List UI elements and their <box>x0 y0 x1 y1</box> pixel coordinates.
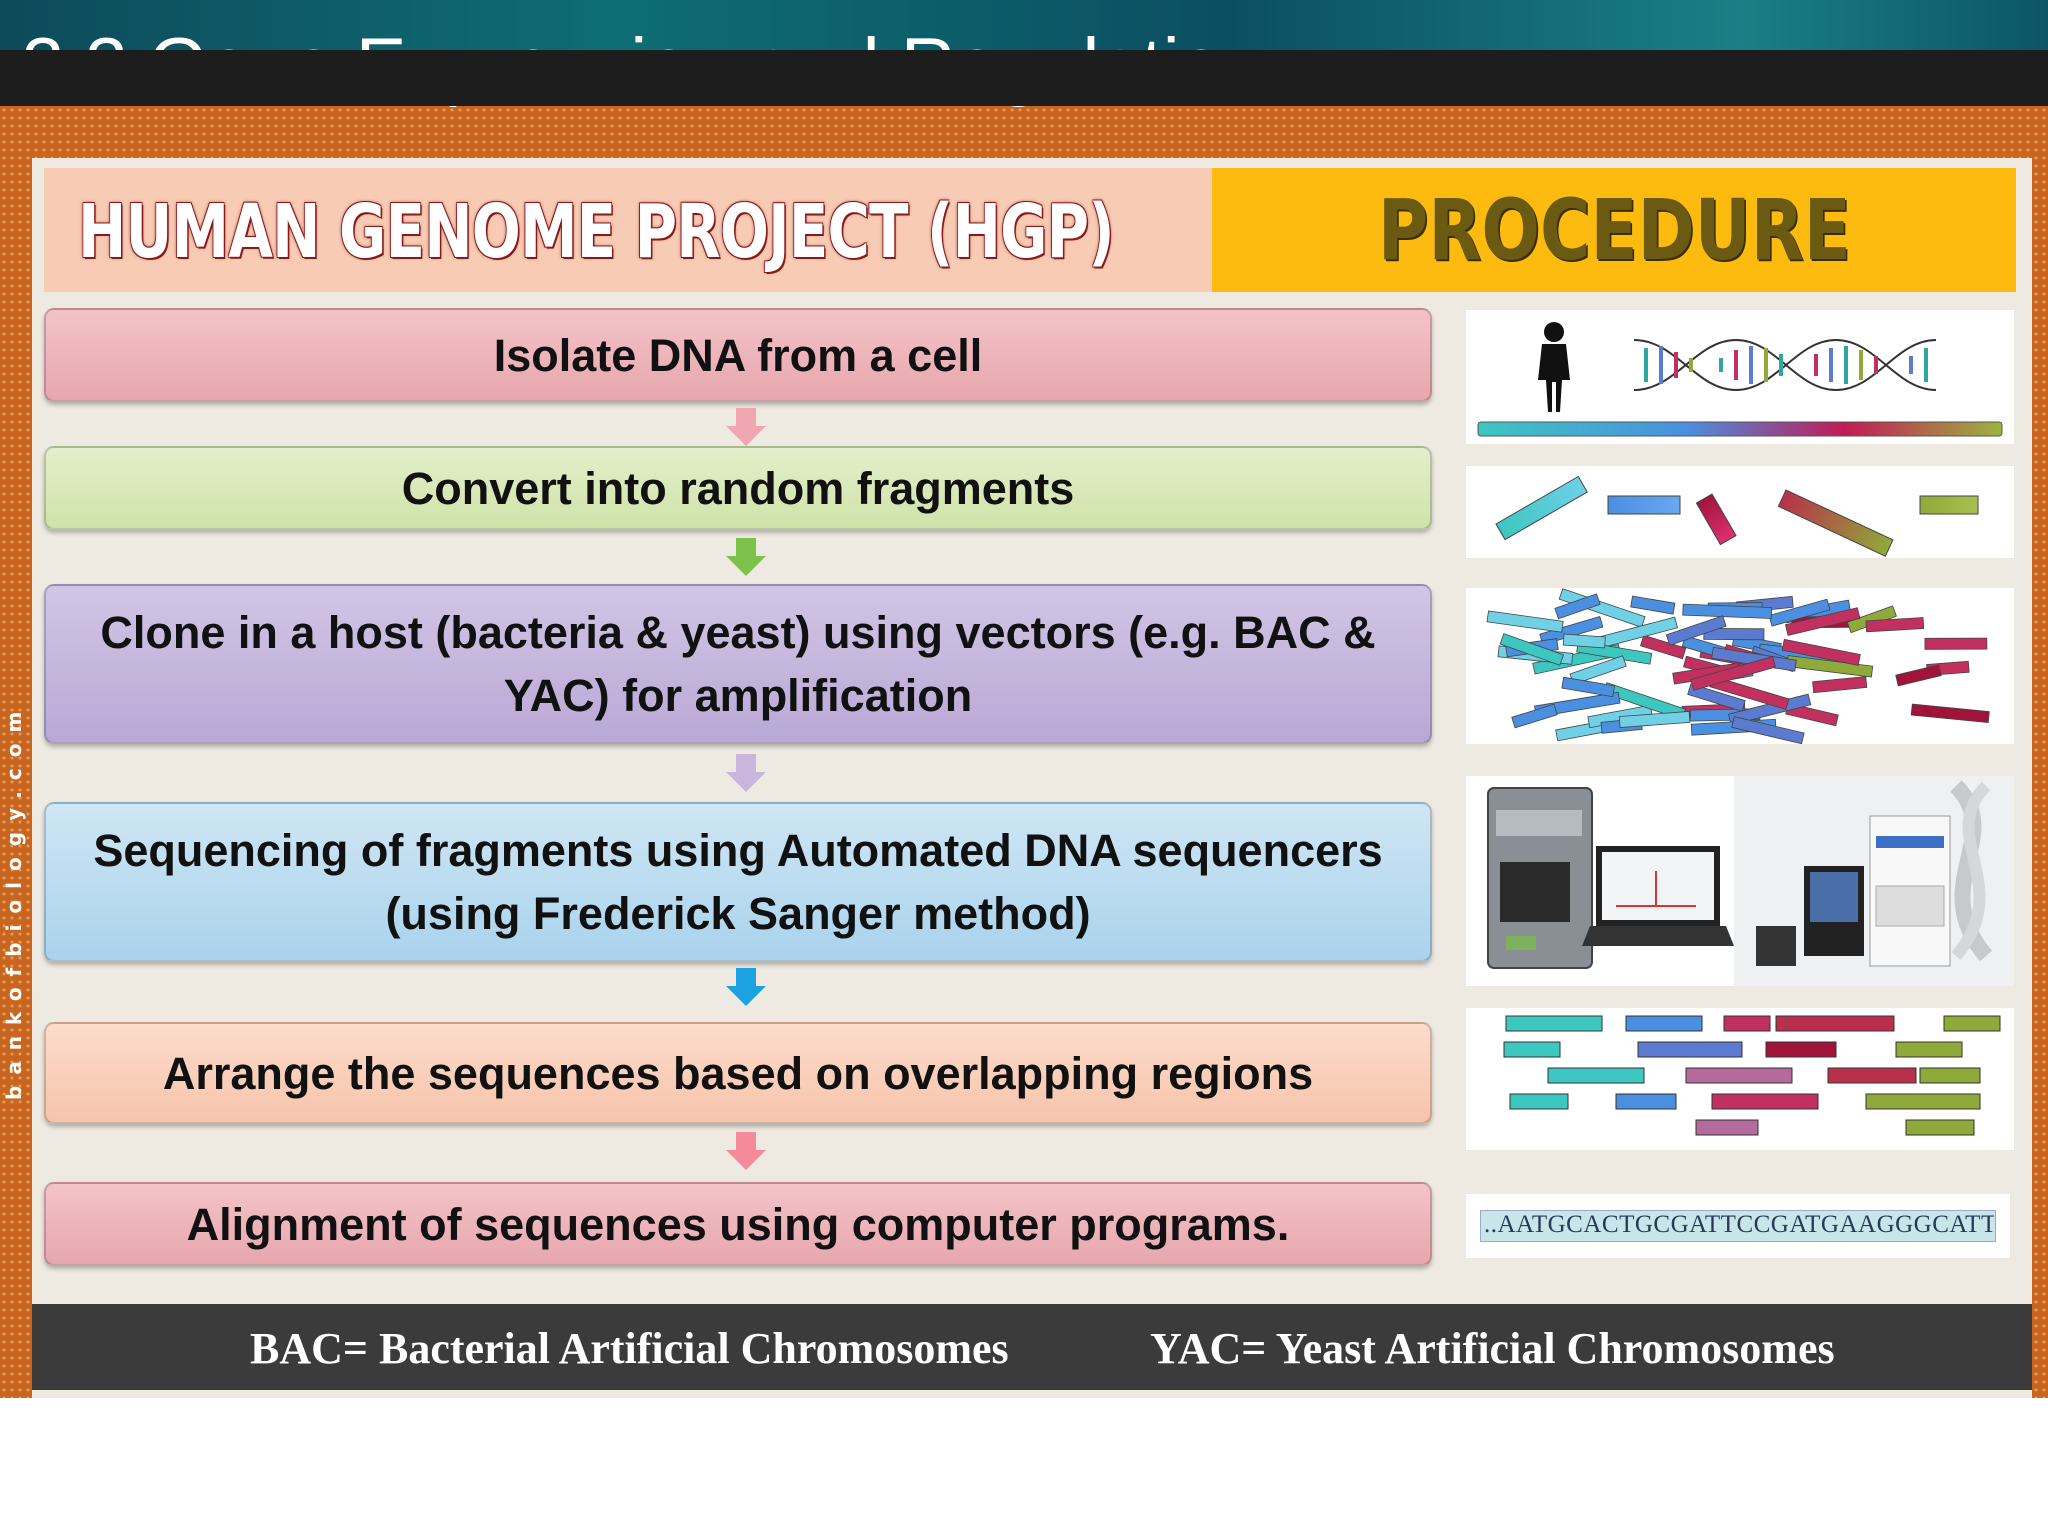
step-isolate-dna: Isolate DNA from a cell <box>44 308 1432 402</box>
fragment-bar <box>1785 607 1861 636</box>
step-label: Clone in a host (bacteria & yeast) using… <box>100 607 1376 721</box>
fragment-bar <box>1486 610 1564 633</box>
fragment-bar <box>1695 1119 1759 1136</box>
step-label: Arrange the sequences based on overlappi… <box>162 1047 1314 1099</box>
step-label: Isolate DNA from a cell <box>493 329 983 381</box>
fragment-bar <box>1731 716 1805 745</box>
fragment-bar <box>1685 1067 1793 1084</box>
dna-fragments-icon <box>1466 466 2014 558</box>
hgp-title: HUMAN GENOME PROJECT (HGP) <box>78 189 1115 275</box>
fragment-bar <box>1812 676 1868 694</box>
procedure-title-text: PROCEDURE <box>1377 181 1851 279</box>
cloned-fragments-icon <box>1466 588 2014 745</box>
fragment-bar <box>1919 1067 1981 1084</box>
slide-top-band <box>0 0 2048 52</box>
fragment-bar <box>1618 711 1691 728</box>
fragment-bar <box>1895 664 1942 687</box>
fragment-bar <box>1682 603 1773 619</box>
header-title-bg <box>44 168 1216 292</box>
fragment-bar <box>1509 1093 1569 1110</box>
fragment-bar <box>1503 1041 1561 1058</box>
fragment-bar <box>1910 703 1990 724</box>
side-watermark: bankofbiology.com <box>2 700 26 1100</box>
fragment-bar <box>1547 1067 1645 1084</box>
fragment-bar <box>1943 1015 2001 1032</box>
fragment-bar <box>1905 1119 1975 1136</box>
step-alignment: Alignment of sequences using computer pr… <box>44 1182 1432 1266</box>
dna-helix-icon <box>1633 338 1937 392</box>
isolate-dna-illustration <box>1466 310 2014 444</box>
yac-definition: YAC= Yeast Artificial Chromosomes <box>1150 1324 1835 1373</box>
down-arrow-icon <box>726 1132 766 1170</box>
fragment-bar <box>1687 683 1746 712</box>
down-arrow-icon <box>726 538 766 576</box>
fragment-bar <box>1615 1093 1677 1110</box>
fragment-bar <box>1775 1015 1895 1032</box>
step-label: Sequencing of fragments using Automated … <box>93 825 1383 939</box>
down-arrow-icon <box>726 968 766 1006</box>
bac-definition: BAC= Bacterial Artificial Chromosomes <box>250 1324 1009 1373</box>
dna-sequencer-machines-icon <box>1466 776 2014 986</box>
fragment-bar <box>1499 633 1565 666</box>
fragment-bar <box>1865 1093 1981 1110</box>
fragment-bar <box>1562 633 1606 649</box>
sequence-text: ..AATGCACTGCGATTCCGATGAAGGGCATTGGC... <box>1484 1211 1994 1238</box>
overlapping-fragments-icon <box>1466 1008 2014 1150</box>
step-clone: Clone in a host (bacteria & yeast) using… <box>44 584 1432 744</box>
procedure-header-bg <box>1212 168 2016 292</box>
fragment-bar <box>1637 1041 1743 1058</box>
fragment-bar <box>1711 1093 1819 1110</box>
down-arrow-icon <box>726 408 766 446</box>
fragment-bar <box>1895 1041 1963 1058</box>
fragment-bar <box>1640 634 1687 660</box>
fragment-bar <box>1723 1015 1771 1032</box>
step-label: Convert into random fragments <box>401 462 1075 514</box>
fragment-bar <box>1768 598 1831 627</box>
procedure-title: PROCEDURE <box>1212 180 2016 280</box>
footer-bar <box>32 1304 2032 1390</box>
fragment-bar <box>1561 676 1616 698</box>
blank-area <box>0 1398 2048 1536</box>
fragment-bar <box>1630 595 1676 615</box>
fragment-bar <box>1690 656 1776 691</box>
fragment-bar <box>1554 593 1601 620</box>
fragment-bar <box>1505 1015 1603 1032</box>
fragment-bar <box>1827 1067 1917 1084</box>
step-fragment: Convert into random fragments <box>44 446 1432 530</box>
fragment-bar <box>1781 638 1861 666</box>
fragment-bar <box>1558 588 1646 628</box>
step-sequencing: Sequencing of fragments using Automated … <box>44 802 1432 962</box>
step-label: Alignment of sequences using computer pr… <box>186 1198 1290 1250</box>
fragment-bar <box>1865 617 1925 633</box>
sequence-readout: ..AATGCACTGCGATTCCGATGAAGGGCATTGGC... <box>1466 1194 2010 1258</box>
down-arrow-icon <box>726 754 766 792</box>
sequence-box <box>1480 1210 1996 1242</box>
fragment-bar <box>1625 1015 1703 1032</box>
person-icon <box>1538 322 1570 412</box>
fragment-bar <box>1765 1041 1837 1058</box>
slide-title-bar <box>0 50 2048 106</box>
fragment-bar <box>1665 615 1727 646</box>
fragment-bar <box>1511 703 1558 729</box>
fragment-bar <box>1924 637 1988 650</box>
step-arrange: Arrange the sequences based on overlappi… <box>44 1022 1432 1124</box>
